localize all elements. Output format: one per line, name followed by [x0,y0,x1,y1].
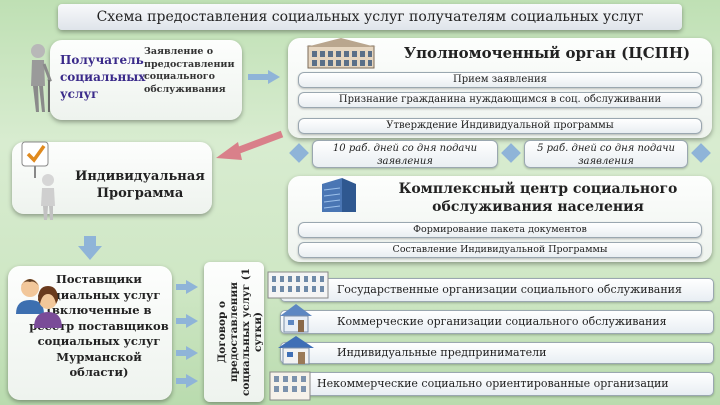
arrow-head-recipient-icon [268,70,280,84]
application-label: Заявление о предоставлении социального о… [144,46,238,96]
title-bar: Схема предоставления социальных услуг по… [58,4,682,30]
diamond-middle-icon [501,143,521,163]
provider-arrow-head-3-icon [186,346,198,360]
diamond-right-icon [691,143,711,163]
state-building-icon [266,266,330,300]
authority-step-accept: Прием заявления [298,72,702,88]
house-icon [276,334,316,366]
org-type-nonprofit: Некоммерческие социально ориентированные… [280,372,714,396]
elderly-person-icon [24,42,52,114]
org-type-entrepreneurs-label: Индивидуальные предприниматели [337,346,546,359]
authority-title: Уполномоченный орган (ЦСПН) [392,42,702,64]
contract-panel: Договор о предоставлении социальных услу… [204,262,264,402]
org-type-nonprofit-label: Некоммерческие социально ориентированные… [317,377,669,390]
provider-arrow-head-1-icon [186,280,198,294]
recipient-panel: Получатель социальных услуг Заявление о … [50,40,242,120]
org-type-commercial-label: Коммерческие организации социального обс… [337,315,667,328]
provider-arrow-head-2-icon [186,314,198,328]
center-step-documents: Формирование пакета документов [298,222,702,238]
authority-step-recognition: Признание гражданина нуждающимся в соц. … [298,92,702,108]
org-type-entrepreneurs: Индивидуальные предприниматели [280,342,714,364]
nonprofit-building-icon [268,368,312,402]
org-type-state: Государственные организации социального … [280,278,714,302]
authority-step-approve-program: Утверждение Индивидуальной программы [298,118,702,134]
provider-arrow-head-4-icon [186,374,198,388]
center-step-compose-program: Составление Индивидуальной Программы [298,242,702,258]
deadline-10-days: 10 раб. дней со дня подачи заявления [312,140,498,168]
arrow-stem-recipient [248,74,270,80]
deadline-5-days: 5 раб. дней со дня подачи заявления [524,140,688,168]
checkmark-person-icon [20,140,66,222]
red-arrow-icon [212,130,284,166]
recipient-label: Получатель социальных услуг [60,52,142,103]
contract-label: Договор о предоставлении социальных услу… [216,264,252,400]
diamond-left-icon [289,143,309,163]
office-building-icon [318,176,358,214]
individual-program-label: Индивидуальная Программа [72,168,208,202]
people-icon [12,274,66,330]
page-title: Схема предоставления социальных услуг по… [58,4,682,30]
down-arrow-icon [78,236,102,262]
org-type-commercial: Коммерческие организации социального обс… [280,310,714,334]
org-type-state-label: Государственные организации социального … [337,283,682,296]
government-building-icon [306,38,376,70]
center-title: Комплексный центр социального обслуживан… [370,180,706,216]
commercial-house-icon [276,302,316,334]
